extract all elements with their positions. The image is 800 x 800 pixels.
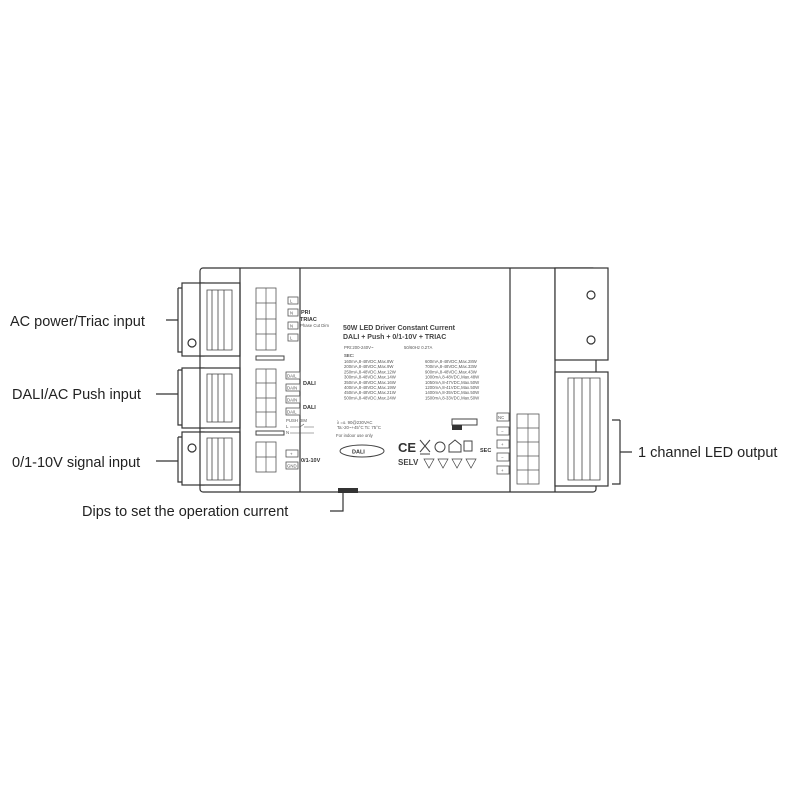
- svg-text:Phase Cut Dim: Phase Cut Dim: [300, 323, 329, 328]
- dali-logo: DALI: [352, 450, 365, 456]
- sec-rating-line: 400mA,8-48VDC,Max.19W: [344, 385, 397, 390]
- sec-rating-line: 450mA,8-48VDC,Max.21W: [344, 390, 397, 395]
- sec-rating-line: 1400mA,8-35VDC,Max.50W: [425, 390, 480, 395]
- sec-rating-line: 160mA,8-48VDC,Max.8W: [344, 359, 394, 364]
- sec-rating-line: 700mA,8-48VDC,Max.33W: [425, 364, 478, 369]
- svg-text:DA/L: DA/L: [287, 410, 297, 415]
- svg-text:N: N: [290, 324, 293, 329]
- selv-mark: SELV: [398, 458, 419, 467]
- sec-rating-line: 200mA,8-48VDC,Max.9W: [344, 364, 394, 369]
- ce-mark: CE: [398, 440, 416, 455]
- svg-text:−: −: [501, 429, 504, 434]
- fuse-icon: [463, 440, 473, 452]
- svg-text:DALI: DALI: [303, 381, 316, 387]
- sec-rating-line: 1050mA,8-47VDC,Max.50W: [425, 380, 480, 385]
- svg-text:L: L: [286, 424, 289, 429]
- sec-rating-line: 1000mA,8-48VDC,Max.48W: [425, 375, 480, 380]
- svg-text:PUSH DIM: PUSH DIM: [286, 418, 307, 423]
- svg-text:DA/N: DA/N: [287, 386, 297, 391]
- sec-rating-line: 1500mA,8-33VDC,Max.50W: [425, 395, 480, 400]
- sec-rating-line: 1200mA,8-41VDC,Max.50W: [425, 385, 480, 390]
- svg-text:PRI:200-240V~: PRI:200-240V~: [344, 345, 374, 350]
- svg-text:DALI: DALI: [303, 405, 316, 411]
- label-subtitle: DALI + Push + 0/1-10V + TRIAC: [343, 334, 446, 341]
- callout-dips: Dips to set the operation current: [82, 504, 288, 520]
- svg-text:+: +: [290, 452, 293, 457]
- sec-rating-line: 500mA,8-48VDC,Max.24W: [344, 395, 397, 400]
- sec-rating-line: 900mA,8-48VDC,Max.43W: [425, 369, 478, 374]
- svg-text:50/60Hz 0.27A: 50/60Hz 0.27A: [404, 345, 433, 350]
- svg-text:N: N: [290, 311, 293, 316]
- indoor-icon: [448, 439, 462, 453]
- warning-icons: [423, 458, 477, 469]
- leader-lines: [156, 287, 632, 512]
- svg-text:SEC: SEC: [480, 448, 491, 454]
- svg-text:TRIAC: TRIAC: [300, 317, 317, 323]
- label-title: 50W LED Driver Constant Current: [343, 325, 456, 332]
- callout-dimming: 0/1-10V signal input: [12, 455, 140, 471]
- svg-text:PRI: PRI: [301, 310, 311, 316]
- svg-text:For indoor use only: For indoor use only: [336, 433, 374, 438]
- svg-text:DA/L: DA/L: [287, 374, 297, 379]
- svg-text:DA/N: DA/N: [287, 398, 297, 403]
- svg-text:NC: NC: [498, 415, 504, 420]
- svg-text:L: L: [290, 299, 293, 304]
- right-terminal-labels: NC − + − +: [496, 412, 510, 475]
- svg-text:GND: GND: [287, 464, 297, 469]
- callout-dali-push: DALI/AC Push input: [12, 387, 141, 403]
- class-icon: [434, 441, 446, 453]
- svg-text:Ta:-20~+45°C Tc: 75°C: Ta:-20~+45°C Tc: 75°C: [337, 425, 381, 430]
- svg-text:N: N: [286, 430, 289, 435]
- svg-text:+: +: [501, 468, 504, 473]
- product-label: 50W LED Driver Constant Current DALI + P…: [336, 325, 491, 469]
- svg-text:+: +: [501, 442, 504, 447]
- sec-rating-line: 250mA,8-48VDC,Max.12W: [344, 369, 397, 374]
- svg-text:0/1-10V: 0/1-10V: [301, 458, 321, 464]
- svg-text:λ =o. 90@230VAC: λ =o. 90@230VAC: [337, 420, 372, 425]
- weee-icon: [419, 439, 431, 455]
- svg-text:SEC:: SEC:: [344, 353, 355, 358]
- driver-body: [181, 267, 609, 493]
- sec-rating-line: 300mA,8-48VDC,Max.14W: [344, 375, 397, 380]
- sec-rating-line: 350mA,8-48VDC,Max.16W: [344, 380, 397, 385]
- callout-led-output: 1 channel LED output: [638, 445, 777, 461]
- svg-text:L: L: [290, 336, 293, 341]
- sec-rating-line: 600mA,8-48VDC,Max.28W: [425, 359, 478, 364]
- svg-text:−: −: [501, 455, 504, 460]
- callout-ac-power: AC power/Triac input: [10, 314, 145, 330]
- left-terminal-labels: L N N L PRI TRIAC Phase Cut Dim DA/L DA/…: [285, 296, 329, 470]
